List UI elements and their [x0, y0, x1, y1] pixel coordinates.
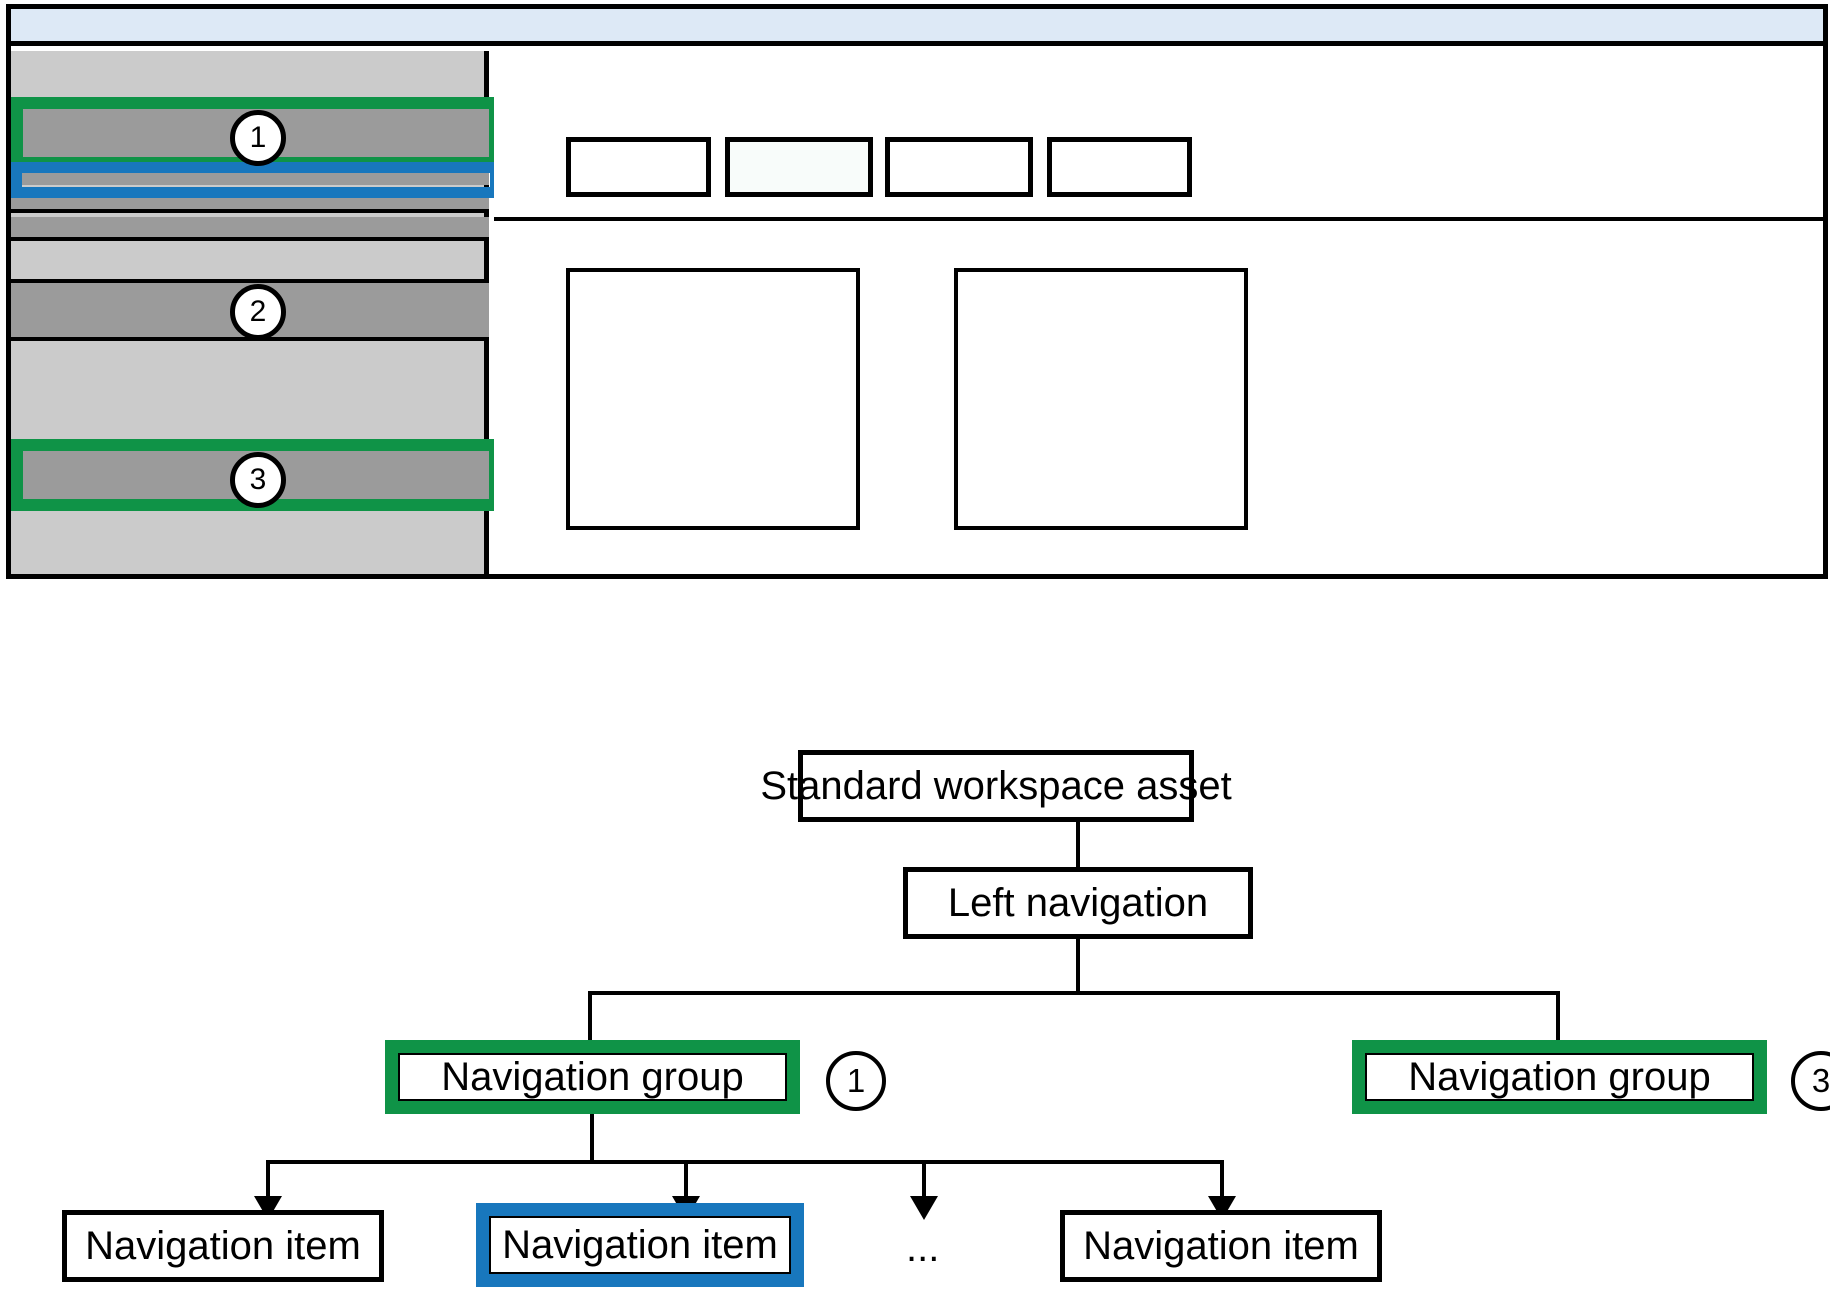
tree-node-navigation-group-3-label: Navigation group — [1408, 1054, 1711, 1099]
tree-badge-group-3-label: 3 — [1811, 1062, 1830, 1099]
tree-node-navigation-item-2-inner: Navigation item — [489, 1216, 791, 1274]
tree-node-left-navigation: Left navigation — [903, 867, 1253, 939]
nav-item-selected-band[interactable] — [11, 171, 489, 185]
tree-node-navigation-group-1-label: Navigation group — [441, 1054, 744, 1099]
wireframe-body: 1 3 2 — [11, 51, 1825, 574]
tree-node-navigation-item-1: Navigation item — [62, 1210, 384, 1282]
app-header-band — [11, 9, 1823, 46]
arrowhead-item-ellipsis — [910, 1196, 938, 1220]
toolbar-box-4[interactable] — [1047, 137, 1192, 197]
tree-node-navigation-group-1-inner: Navigation group — [398, 1053, 787, 1101]
tree-node-left-navigation-label: Left navigation — [947, 880, 1209, 925]
connector-bus-items — [266, 1160, 1222, 1164]
connector-stem-item-4 — [1220, 1160, 1224, 1202]
nav-item-band-b[interactable] — [11, 217, 489, 241]
workspace-wireframe: 1 3 2 — [6, 4, 1828, 579]
connector-root-to-leftnav — [1076, 822, 1080, 867]
tree-node-navigation-item-4-label: Navigation item — [1083, 1223, 1359, 1268]
tree-node-navigation-item-2-label: Navigation item — [502, 1222, 778, 1267]
tree-badge-group-3: 3 — [1791, 1051, 1830, 1111]
callout-badge-1: 1 — [230, 110, 286, 166]
toolbar-box-2[interactable] — [725, 137, 873, 197]
callout-badge-2: 2 — [230, 284, 286, 340]
tree-node-navigation-item-4: Navigation item — [1060, 1210, 1382, 1282]
tree-badge-group-1: 1 — [826, 1051, 886, 1111]
tree-node-navigation-item-2: Navigation item — [476, 1203, 804, 1287]
tree-node-ellipsis: ... — [906, 1228, 939, 1268]
connector-bus-groups — [588, 991, 1558, 995]
tree-node-root-label: Standard workspace asset — [760, 763, 1232, 808]
tree-badge-group-1-label: 1 — [846, 1062, 866, 1099]
tree-node-navigation-group-3-inner: Navigation group — [1365, 1053, 1754, 1101]
content-panel-left[interactable] — [566, 268, 860, 530]
content-divider — [494, 217, 1825, 221]
connector-stem-group-3 — [1556, 991, 1560, 1054]
connector-stem-item-1 — [266, 1160, 270, 1202]
callout-badge-3: 3 — [230, 452, 286, 508]
tree-node-ellipsis-label: ... — [906, 1226, 940, 1270]
connector-group1-down — [590, 1114, 594, 1160]
tree-node-root: Standard workspace asset — [760, 750, 1232, 822]
content-area — [494, 51, 1825, 574]
toolbar-box-1[interactable] — [566, 137, 711, 197]
toolbar-box-3[interactable] — [885, 137, 1033, 197]
connector-stem-item-2 — [684, 1160, 688, 1202]
tree-node-navigation-item-1-label: Navigation item — [85, 1223, 361, 1268]
content-panel-right[interactable] — [954, 268, 1248, 530]
connector-stem-group-1 — [588, 991, 592, 1054]
connector-leftnav-down — [1076, 939, 1080, 991]
highlight-rect-selected-item — [11, 162, 501, 198]
connector-stem-item-ellipsis — [922, 1160, 926, 1202]
tree-node-navigation-group-3: Navigation group — [1352, 1040, 1767, 1114]
tree-node-navigation-group-1: Navigation group — [385, 1040, 800, 1114]
hierarchy-tree: Standard workspace asset Left navigation… — [0, 580, 1830, 1291]
